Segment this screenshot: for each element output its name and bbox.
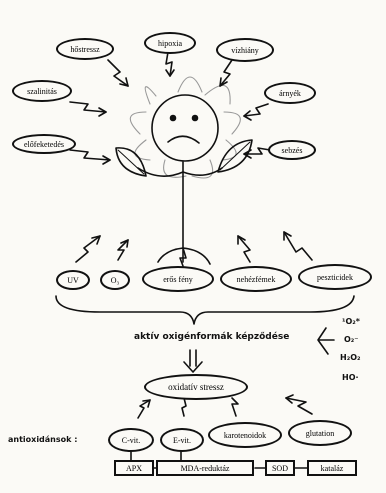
antioxidant-label: karotenoidok — [223, 430, 267, 440]
ros-superoxide: O₂⁻ — [344, 335, 359, 344]
factor-label: nehézfémek — [236, 274, 276, 284]
factor-nehezfemek: nehézfémek — [220, 266, 292, 292]
enzyme-label: MDA-reduktáz — [180, 463, 230, 473]
flower-petals — [129, 76, 241, 179]
stressor-label: előfeketedés — [24, 139, 64, 149]
factor-o3: O₃ — [100, 270, 130, 290]
factor-label: peszticidek — [317, 272, 353, 282]
stressor-arrows — [69, 51, 271, 165]
stressor-label: szalinitás — [27, 86, 57, 96]
enzyme-sod: SOD — [265, 460, 295, 476]
sad-mouth — [167, 135, 200, 144]
enzyme-label: SOD — [271, 463, 288, 473]
stressor-szalinitas: szalinitás — [12, 80, 72, 102]
antioxidant-karotenoidok: karotenoidok — [208, 422, 282, 448]
oxidativ-stressz-label: oxidatív stressz — [168, 382, 224, 392]
antioxidant-c-vit: C-vit. — [108, 428, 154, 452]
antioxidant-arrows — [137, 394, 313, 419]
left-leaf-icon — [115, 147, 147, 177]
stressor-hotstressz: hőstressz — [56, 38, 114, 60]
ros-hydroxyl: HO· — [342, 373, 359, 382]
stressor-hipoxia: hipoxia — [144, 32, 196, 54]
stressor-label: hipoxia — [158, 38, 182, 48]
enzyme-label: APX — [125, 463, 142, 473]
stressor-label: vízhiány — [231, 45, 259, 55]
stressor-sebzes: sebzés — [268, 140, 316, 160]
stressor-label: árnyék — [279, 88, 301, 98]
right-eye-icon — [191, 114, 199, 122]
stressor-vizhiany: vízhiány — [216, 38, 274, 62]
ros-singlet-oxygen: ¹O₂* — [342, 317, 360, 326]
ros-hydrogen-peroxide: H₂O₂ — [340, 353, 361, 362]
enzyme-katalaz: kataláz — [307, 460, 357, 476]
stressor-arnyek: árnyék — [264, 82, 316, 104]
brace — [55, 295, 355, 325]
stressor-elofeketedes: előfeketedés — [12, 134, 76, 154]
factor-arrows — [75, 231, 313, 267]
factor-label: erős fény — [163, 274, 193, 284]
stressor-label: hőstressz — [70, 44, 100, 54]
factor-eros-feny: erős fény — [142, 266, 214, 292]
aktiv-oxigen-label: aktív oxigénformák képződése — [134, 332, 290, 342]
antioxidant-label: E-vit. — [173, 435, 191, 445]
double-arrow-down — [183, 349, 203, 373]
antioxidansok-label: antioxidánsok : — [8, 435, 78, 444]
oxidativ-stressz-node: oxidatív stressz — [144, 374, 248, 400]
antioxidant-e-vit: E-vit. — [160, 428, 204, 452]
antioxidant-glutation: glutation — [288, 420, 352, 446]
left-eye-icon — [169, 114, 177, 122]
ros-bracket — [317, 327, 335, 355]
factor-label: O₃ — [110, 275, 120, 285]
factor-uv: UV — [56, 270, 90, 290]
antioxidant-label: C-vit. — [121, 435, 141, 445]
factor-peszticidek: peszticidek — [298, 264, 372, 290]
flower-face — [151, 94, 219, 162]
enzyme-mda-reduktaz: MDA-reduktáz — [156, 460, 254, 476]
enzyme-label: kataláz — [320, 463, 344, 473]
factor-label: UV — [67, 275, 79, 285]
enzyme-apx: APX — [114, 460, 154, 476]
stressor-label: sebzés — [281, 145, 303, 155]
antioxidant-label: glutation — [305, 428, 335, 438]
